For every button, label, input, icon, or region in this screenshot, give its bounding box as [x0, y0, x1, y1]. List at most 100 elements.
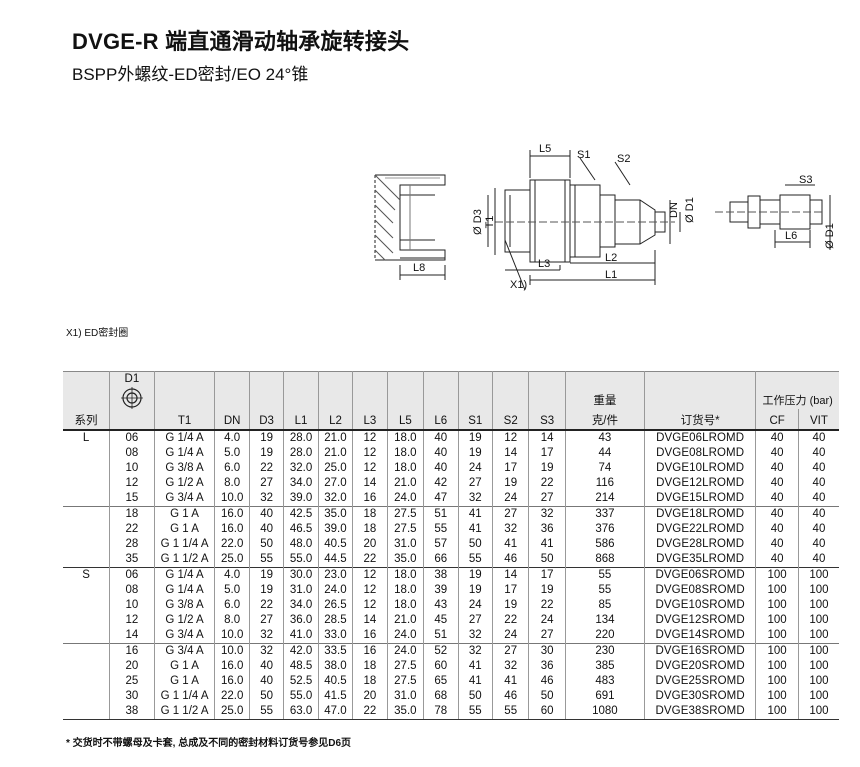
cell-s1: 41 [457, 659, 493, 674]
cell-l3: 12 [352, 567, 388, 583]
cell-l6: 68 [423, 689, 459, 704]
cell-series [63, 659, 110, 674]
cell-s2: 41 [491, 537, 529, 552]
label-l2: L2 [605, 252, 617, 264]
cell-l5: 35.0 [386, 704, 424, 720]
header-pressure: 工作压力 (bar) [755, 371, 839, 409]
cell-vit: 100 [797, 659, 839, 674]
cell-vit: 100 [797, 613, 839, 628]
cell-l2: 33.0 [317, 628, 353, 644]
cell-d1: 25 [109, 674, 155, 689]
cell-dn: 6.0 [214, 461, 250, 476]
cell-l6: 40 [423, 446, 459, 461]
cell-order-no: DVGE28LROMD [643, 537, 756, 552]
header-s3: S3 [528, 409, 566, 431]
cell-d1: 30 [109, 689, 155, 704]
header-l3: L3 [352, 409, 388, 431]
cell-l3: 12 [352, 598, 388, 613]
cell-t1: G 1 1/4 A [153, 689, 215, 704]
cell-d3: 55 [248, 704, 284, 720]
cell-d3: 19 [248, 446, 284, 461]
cell-s3: 36 [528, 522, 566, 537]
cell-l1: 55.0 [283, 552, 319, 568]
cell-d3: 40 [248, 659, 284, 674]
cell-s3: 22 [528, 476, 566, 491]
cell-l5: 18.0 [386, 461, 424, 476]
cell-cf: 40 [755, 429, 799, 446]
cell-l2: 41.5 [317, 689, 353, 704]
cell-order-no: DVGE25SROMD [643, 674, 756, 689]
cell-l1: 41.0 [283, 628, 319, 644]
cell-weight: 44 [564, 446, 645, 461]
cell-weight: 43 [564, 429, 645, 446]
cell-s3: 36 [528, 659, 566, 674]
cell-l3: 18 [352, 506, 388, 522]
cell-vit: 40 [797, 461, 839, 476]
footnote: * 交货时不带螺母及卡套, 总成及不同的密封材料订货号参见D6页 [66, 738, 352, 749]
cell-s3: 41 [528, 537, 566, 552]
cell-l2: 47.0 [317, 704, 353, 720]
cell-vit: 100 [797, 628, 839, 644]
cell-d1: 28 [109, 537, 155, 552]
label-x1: X1) [510, 279, 527, 291]
cell-s2: 17 [491, 583, 529, 598]
header-t1: T1 [153, 409, 215, 431]
cell-l3: 20 [352, 537, 388, 552]
cell-d3: 50 [248, 689, 284, 704]
cell-d3: 32 [248, 628, 284, 644]
tube-end-drawing [715, 184, 831, 250]
cell-s2: 55 [491, 704, 529, 720]
cell-weight: 1080 [564, 704, 645, 720]
cell-order-no: DVGE22LROMD [643, 522, 756, 537]
fitting-drawing [487, 150, 681, 291]
cell-vit: 100 [797, 583, 839, 598]
cell-d1: 06 [109, 429, 155, 446]
cell-weight: 376 [564, 522, 645, 537]
cell-l5: 27.5 [386, 506, 424, 522]
cell-cf: 100 [755, 643, 799, 659]
cell-vit: 40 [797, 476, 839, 491]
cell-l2: 39.0 [317, 522, 353, 537]
cell-d3: 22 [248, 461, 284, 476]
cell-l3: 18 [352, 522, 388, 537]
cell-series [63, 552, 110, 568]
cell-weight: 74 [564, 461, 645, 476]
cell-l5: 18.0 [386, 446, 424, 461]
cell-l5: 27.5 [386, 522, 424, 537]
cell-weight: 116 [564, 476, 645, 491]
label-s1: S1 [577, 149, 590, 161]
cell-l6: 78 [423, 704, 459, 720]
cell-vit: 100 [797, 643, 839, 659]
cell-dn: 6.0 [214, 598, 250, 613]
header-l6: L6 [423, 409, 459, 431]
cell-series [63, 674, 110, 689]
cell-order-no: DVGE30SROMD [643, 689, 756, 704]
cell-t1: G 1/4 A [153, 567, 215, 583]
header-l2: L2 [317, 409, 353, 431]
cell-cf: 40 [755, 522, 799, 537]
cell-s1: 41 [457, 674, 493, 689]
page-title: DVGE-R 端直通滑动轴承旋转接头 [72, 29, 410, 54]
cell-series [63, 689, 110, 704]
cell-l3: 14 [352, 613, 388, 628]
cell-l6: 40 [423, 461, 459, 476]
cell-l3: 12 [352, 461, 388, 476]
cell-series [63, 491, 110, 507]
cell-l1: 30.0 [283, 567, 319, 583]
cell-vit: 40 [797, 522, 839, 537]
cell-l1: 32.0 [283, 461, 319, 476]
cell-t1: G 1/2 A [153, 613, 215, 628]
cell-weight: 868 [564, 552, 645, 568]
cell-d3: 27 [248, 476, 284, 491]
cell-series [63, 613, 110, 628]
cell-vit: 40 [797, 491, 839, 507]
cell-weight: 55 [564, 567, 645, 583]
cell-l6: 39 [423, 583, 459, 598]
cell-l2: 26.5 [317, 598, 353, 613]
cell-l2: 44.5 [317, 552, 353, 568]
